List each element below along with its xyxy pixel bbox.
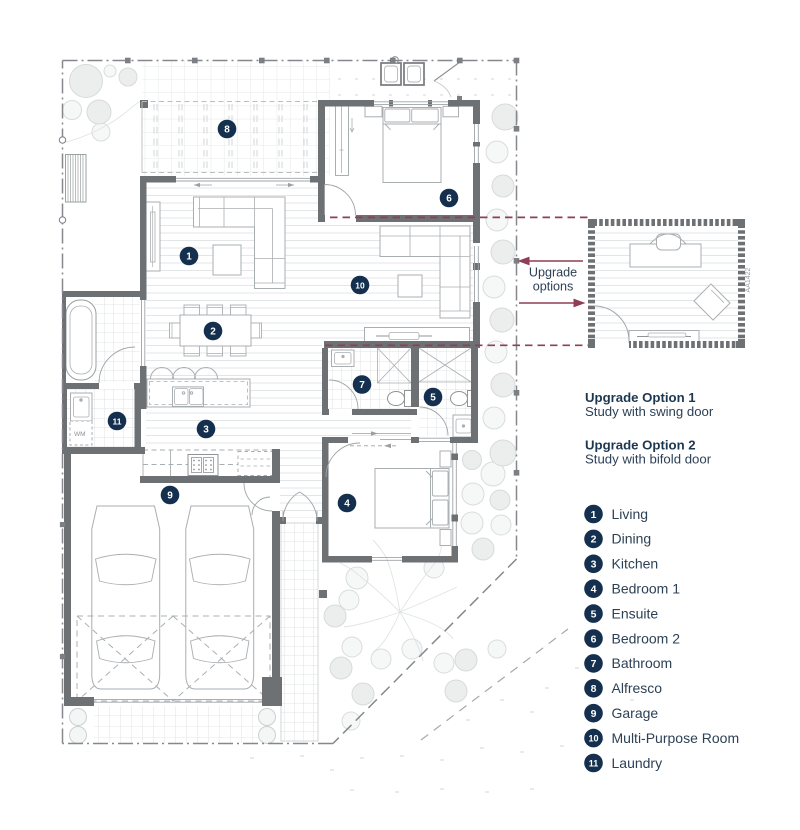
svg-text:6: 6 bbox=[591, 633, 597, 645]
svg-text:Study with bifold door: Study with bifold door bbox=[585, 451, 712, 466]
svg-text:Laundry: Laundry bbox=[612, 755, 663, 771]
svg-text:1: 1 bbox=[186, 252, 192, 263]
svg-text:4: 4 bbox=[344, 499, 350, 510]
svg-text:4: 4 bbox=[591, 584, 597, 596]
svg-text:Upgrade Option 2: Upgrade Option 2 bbox=[585, 438, 696, 453]
svg-text:Study with swing door: Study with swing door bbox=[585, 404, 714, 419]
svg-text:2: 2 bbox=[591, 534, 597, 546]
svg-text:Ensuite: Ensuite bbox=[612, 605, 659, 621]
svg-text:11: 11 bbox=[113, 416, 122, 426]
svg-text:7: 7 bbox=[591, 658, 597, 670]
svg-text:Alfresco: Alfresco bbox=[612, 680, 663, 696]
svg-text:Bedroom 2: Bedroom 2 bbox=[612, 630, 681, 646]
svg-text:Bedroom 1: Bedroom 1 bbox=[612, 581, 681, 597]
svg-text:8: 8 bbox=[591, 683, 597, 695]
svg-text:11: 11 bbox=[589, 759, 599, 769]
svg-text:Kitchen: Kitchen bbox=[612, 556, 659, 572]
svg-text:Living: Living bbox=[612, 506, 649, 522]
svg-text:10: 10 bbox=[355, 280, 365, 290]
svg-text:6: 6 bbox=[446, 194, 452, 205]
svg-text:2: 2 bbox=[210, 327, 216, 338]
svg-text:3: 3 bbox=[203, 425, 209, 436]
svg-text:Dining: Dining bbox=[612, 531, 652, 547]
svg-text:5: 5 bbox=[430, 393, 436, 404]
svg-text:AA1422: AA1422 bbox=[745, 267, 752, 292]
svg-text:9: 9 bbox=[167, 491, 173, 502]
svg-text:9: 9 bbox=[591, 708, 597, 720]
svg-text:Upgrade: Upgrade bbox=[529, 266, 577, 280]
svg-text:options: options bbox=[533, 280, 574, 294]
svg-text:1: 1 bbox=[591, 509, 597, 521]
svg-text:Bathroom: Bathroom bbox=[612, 655, 673, 671]
svg-text:7: 7 bbox=[359, 380, 365, 391]
svg-text:10: 10 bbox=[588, 734, 598, 744]
svg-text:Upgrade Option 1: Upgrade Option 1 bbox=[585, 390, 696, 405]
svg-text:3: 3 bbox=[591, 559, 597, 571]
svg-text:8: 8 bbox=[224, 125, 230, 136]
svg-text:5: 5 bbox=[591, 608, 597, 620]
svg-text:Garage: Garage bbox=[612, 705, 659, 721]
svg-text:WM: WM bbox=[74, 431, 86, 438]
svg-text:Multi-Purpose Room: Multi-Purpose Room bbox=[612, 730, 740, 746]
